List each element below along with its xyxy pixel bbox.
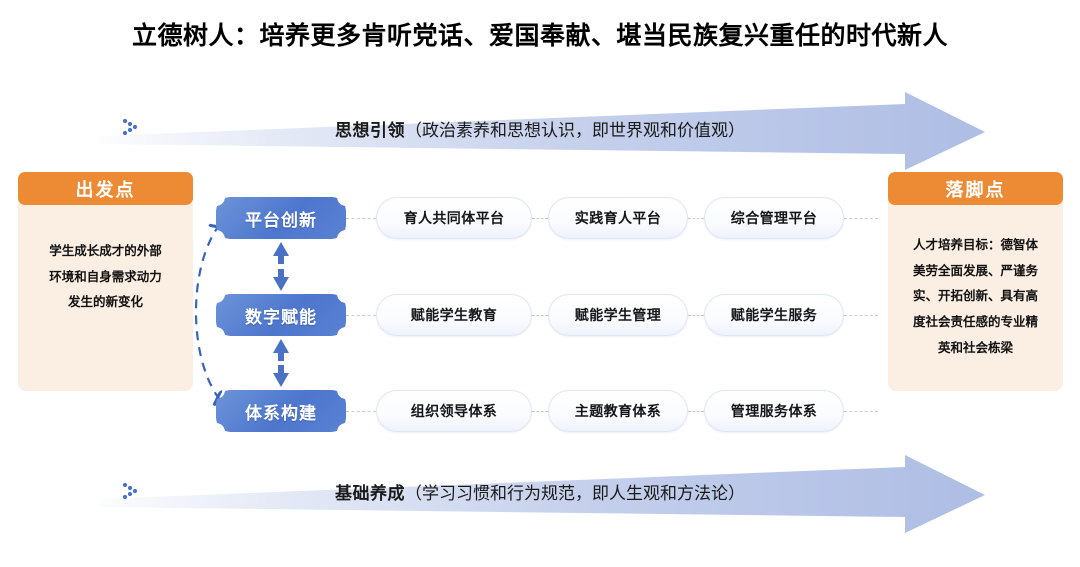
panel-starting-point-header: 出发点 bbox=[18, 172, 193, 205]
dash-r2-b bbox=[532, 411, 548, 412]
panel-right-line-2: 实、开拓创新、具有高 bbox=[912, 289, 1038, 304]
dash-r2-a bbox=[346, 411, 376, 412]
card-r2-c2[interactable]: 管理服务体系 bbox=[704, 390, 844, 432]
band-top: 思想引领（政治素养和思想认识，即世界观和价值观） bbox=[0, 92, 1080, 172]
card-r1-c1[interactable]: 赋能学生管理 bbox=[548, 294, 688, 336]
card-r2-c0[interactable]: 组织领导体系 bbox=[376, 390, 532, 432]
panel-right-line-4: 英和社会栋梁 bbox=[937, 340, 1013, 355]
panel-landing-point-body: 人才培养目标：德智体 美劳全面发展、严谨务 实、开拓创新、具有高 度社会责任感的… bbox=[888, 199, 1063, 391]
panel-left-line-0: 学生成长成才的外部 bbox=[49, 244, 162, 258]
card-r0-c2[interactable]: 综合管理平台 bbox=[704, 197, 844, 239]
card-r0-c0[interactable]: 育人共同体平台 bbox=[376, 197, 532, 239]
card-r2-c1[interactable]: 主题教育体系 bbox=[548, 390, 688, 432]
panel-starting-point: 出发点 学生成长成才的外部 环境和自身需求动力 发生的新变化 bbox=[18, 172, 193, 391]
page-title: 立德树人：培养更多肯听党话、爱国奉献、堪当民族复兴重任的时代新人 bbox=[131, 22, 948, 50]
pillar-system-construction[interactable]: 体系构建 bbox=[216, 390, 346, 432]
panel-right-line-1: 美劳全面发展、严谨务 bbox=[912, 263, 1038, 278]
dash-r0-d bbox=[844, 218, 878, 219]
pillar-platform-innovation[interactable]: 平台创新 bbox=[216, 197, 346, 239]
card-r1-c0[interactable]: 赋能学生教育 bbox=[376, 294, 532, 336]
card-r0-c1[interactable]: 实践育人平台 bbox=[548, 197, 688, 239]
dash-r1-a bbox=[346, 315, 376, 316]
dash-r0-c bbox=[688, 218, 704, 219]
pillar-label-1: 数字赋能 bbox=[245, 307, 317, 327]
dash-r1-d bbox=[844, 315, 878, 316]
pillar-label-0: 平台创新 bbox=[245, 210, 317, 230]
dotted-chevron-right-icon-top bbox=[121, 116, 143, 138]
dotted-chevron-right-icon-bottom bbox=[121, 480, 143, 502]
arrow-top-shape bbox=[100, 92, 985, 170]
arrow-bottom-shape bbox=[100, 455, 985, 533]
dash-r0-a bbox=[346, 218, 376, 219]
panel-left-line-2: 发生的新变化 bbox=[67, 295, 143, 310]
dash-r2-d bbox=[844, 411, 878, 412]
double-arrow-vertical-1 bbox=[273, 242, 289, 291]
dash-r1-b bbox=[532, 315, 548, 316]
panel-landing-point-header: 落脚点 bbox=[888, 172, 1063, 205]
panel-landing-point: 落脚点 人才培养目标：德智体 美劳全面发展、严谨务 实、开拓创新、具有高 度社会… bbox=[888, 172, 1063, 391]
cycle-dashed-arc bbox=[195, 186, 252, 436]
dash-r1-c bbox=[688, 315, 704, 316]
dash-r0-b bbox=[532, 218, 548, 219]
card-r1-c2[interactable]: 赋能学生服务 bbox=[704, 294, 844, 336]
panel-starting-point-body: 学生成长成才的外部 环境和自身需求动力 发生的新变化 bbox=[18, 199, 193, 391]
band-bottom: 基础养成（学习习惯和行为规范，即人生观和方法论） bbox=[0, 455, 1080, 535]
panel-right-line-3: 度社会责任感的专业精 bbox=[912, 314, 1038, 329]
center-matrix: 平台创新 数字赋能 体系构建 育人共同体平台 实践育人平台 综合管理平台 赋能学… bbox=[195, 168, 878, 446]
dash-r2-c bbox=[688, 411, 704, 412]
double-arrow-vertical-2 bbox=[273, 339, 289, 387]
pillar-digital-empowerment[interactable]: 数字赋能 bbox=[216, 294, 346, 336]
panel-left-line-1: 环境和自身需求动力 bbox=[49, 269, 162, 284]
panel-right-line-0: 人才培养目标：德智体 bbox=[912, 238, 1038, 252]
pillar-label-2: 体系构建 bbox=[245, 403, 317, 423]
